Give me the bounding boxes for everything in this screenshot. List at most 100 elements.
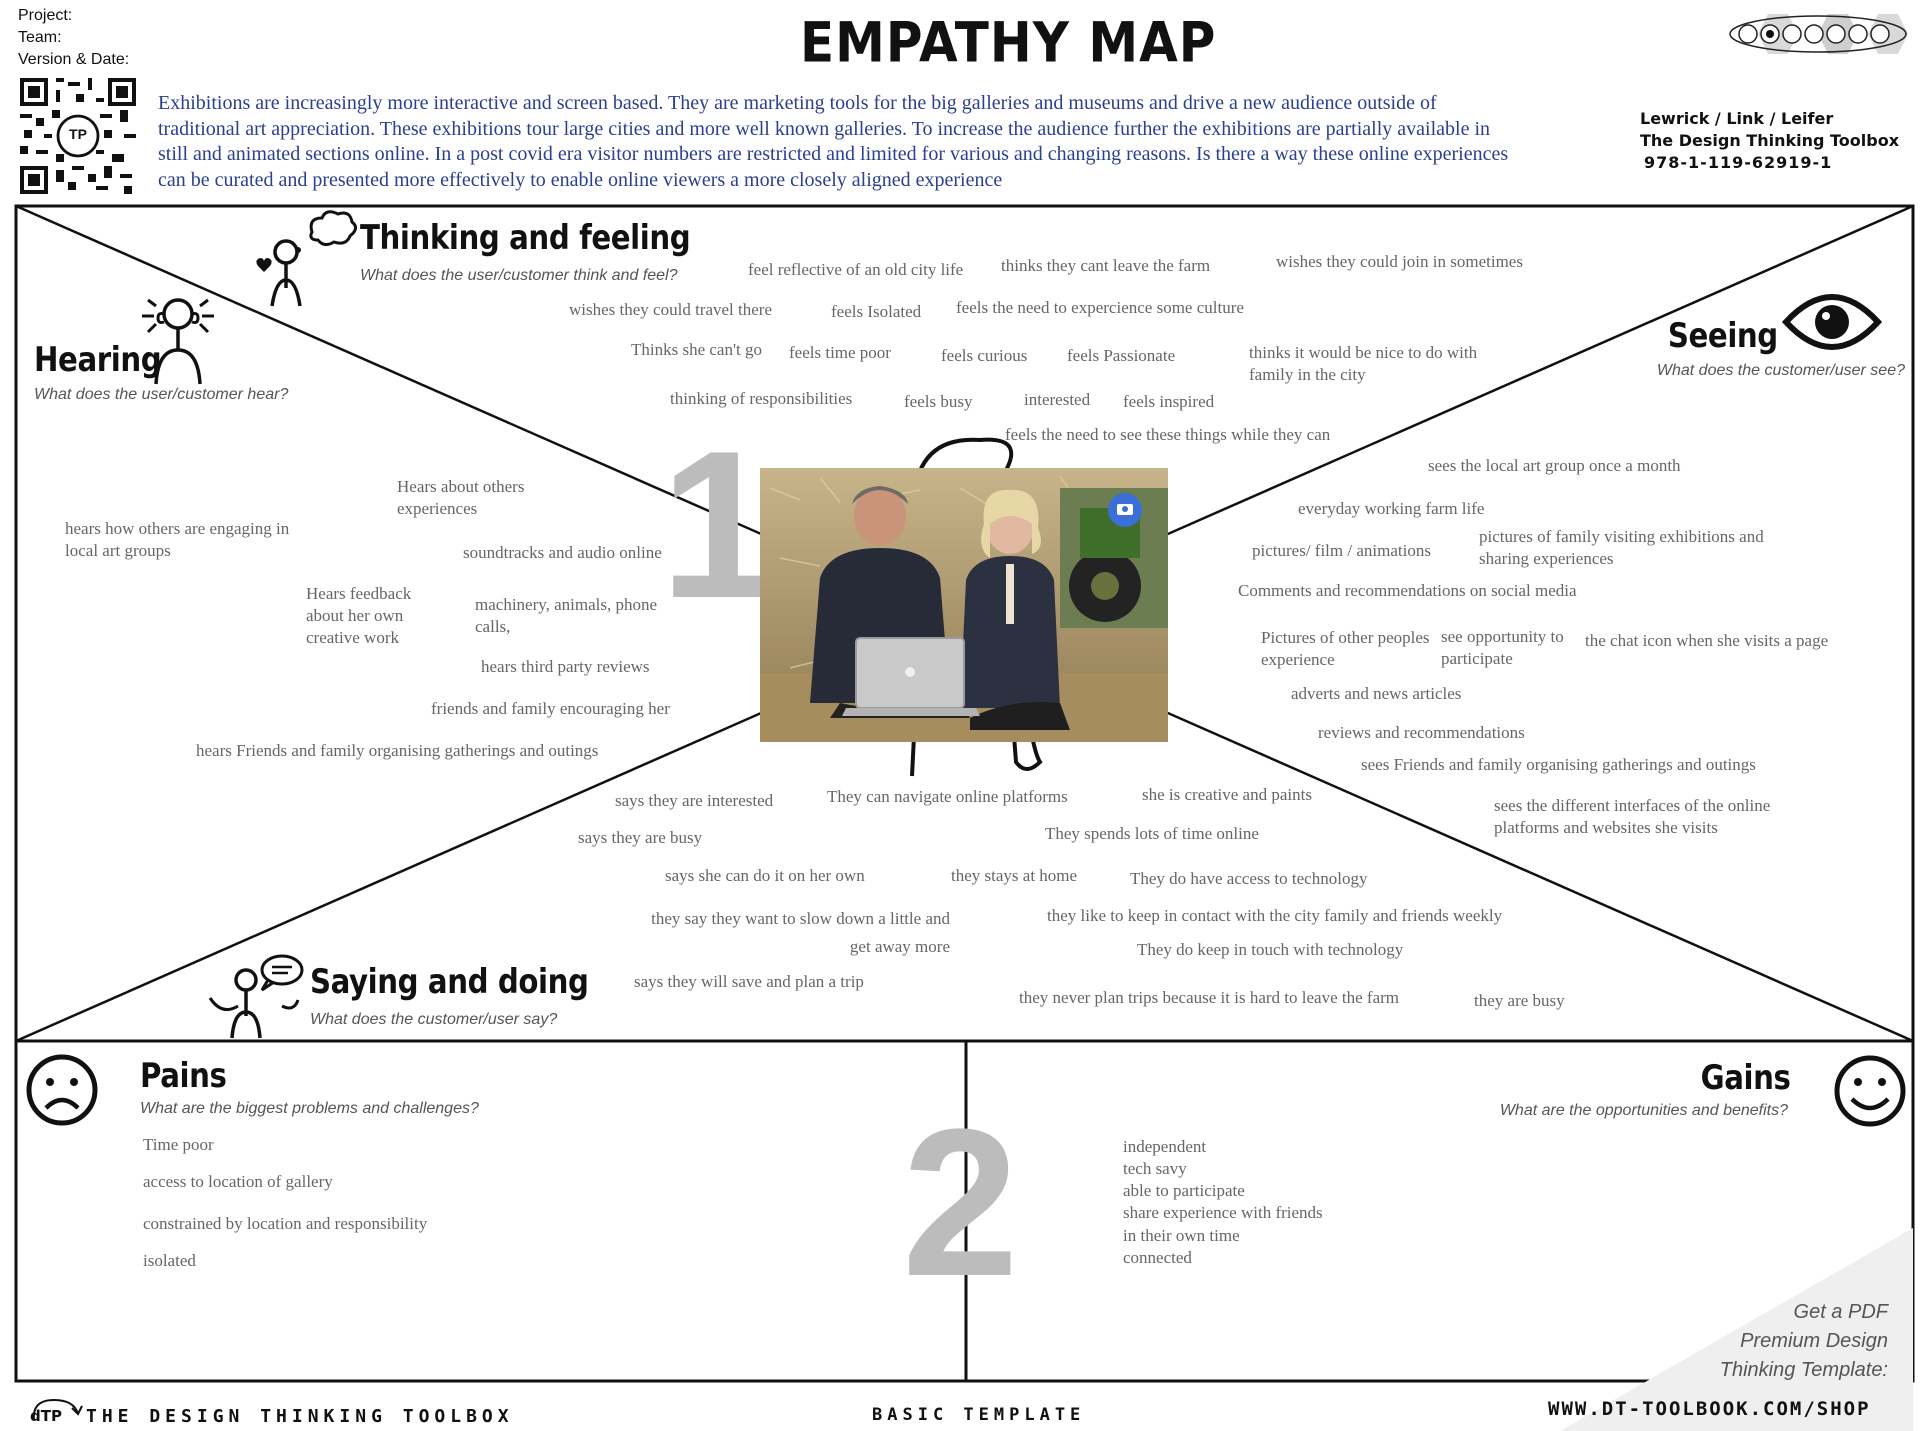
thinking-note: feel reflective of an old city life <box>748 260 964 279</box>
footer-template: BASIC TEMPLATE <box>872 1405 1086 1425</box>
pains-note: Time poor <box>143 1135 214 1154</box>
seeing-note: everyday working farm life <box>1298 499 1485 518</box>
pains-note: isolated <box>143 1251 196 1270</box>
promo-text: Get a PDF Premium Design Thinking Templa… <box>1628 1298 1888 1385</box>
pains-question: What are the biggest problems and challe… <box>140 1100 479 1117</box>
thinking-note: feels Isolated <box>831 302 922 321</box>
thinking-question: What does the user/customer think and fe… <box>360 267 678 284</box>
eye-icon <box>1782 294 1882 350</box>
saying-question: What does the customer/user say? <box>310 1011 558 1028</box>
hearing-note: machinery, animals, phone calls, <box>475 595 658 636</box>
hearing-note: friends and family encouraging her <box>431 699 670 718</box>
hearing-note: hears Friends and family organising gath… <box>196 741 599 760</box>
pains-title: Pains <box>140 1056 227 1096</box>
process-logo-icon <box>1728 6 1914 62</box>
promo-line: Thinking Template: <box>1719 1359 1888 1381</box>
version-date-label: Version & Date: <box>18 51 130 68</box>
gains-note: able to participate <box>1123 1181 1245 1200</box>
promo-line: Premium Design <box>1740 1330 1888 1352</box>
saying-note: They can navigate online platforms <box>827 787 1068 806</box>
project-label: Project: <box>18 7 73 24</box>
gains-note: tech savy <box>1123 1159 1187 1178</box>
pains-note: access to location of gallery <box>143 1172 333 1191</box>
page-title: EMPATHY MAP <box>800 11 1217 75</box>
toolbox-logo: dTP <box>28 1394 84 1428</box>
hearing-title: Hearing <box>34 340 162 380</box>
team-label: Team: <box>18 29 62 46</box>
sad-face-icon <box>26 1054 98 1126</box>
book-authors: Lewrick / Link / Leifer <box>1640 109 1834 128</box>
seeing-note: sees the different interfaces of the onl… <box>1494 796 1771 837</box>
thinking-note: feels busy <box>904 392 973 411</box>
footer-toolbox: THE DESIGN THINKING TOOLBOX <box>86 1406 514 1427</box>
saying-note: they say they want to slow down a little… <box>651 909 950 956</box>
gains-note: independent <box>1123 1137 1207 1156</box>
book-isbn: 978-1-119-62919-1 <box>1644 153 1833 172</box>
saying-note: they stays at home <box>951 866 1078 885</box>
promo-line: Get a PDF <box>1793 1301 1888 1323</box>
thinking-note: feels time poor <box>789 343 891 362</box>
gains-note: in their own time <box>1123 1226 1240 1245</box>
thinking-note: thinks it would be nice to do with famil… <box>1249 343 1478 384</box>
seeing-note: adverts and news articles <box>1291 684 1462 703</box>
saying-note: they are busy <box>1474 991 1565 1010</box>
shop-link[interactable]: WWW.DT-TOOLBOOK.COM/SHOP <box>1548 1398 1871 1420</box>
intro-paragraph: Exhibitions are increasingly more intera… <box>158 92 1509 191</box>
qr-badge: TP <box>69 126 87 142</box>
hearing-person-icon <box>142 298 214 385</box>
pains-note: constrained by location and responsibili… <box>143 1214 428 1233</box>
thinking-person-icon <box>256 210 357 307</box>
toolbox-logo-mark: dTP <box>30 1407 62 1425</box>
saying-note: says they are interested <box>615 791 774 810</box>
seeing-title: Seeing <box>1668 316 1778 356</box>
saying-note: They do have access to technology <box>1130 869 1368 888</box>
thinking-note: feels Passionate <box>1067 346 1176 365</box>
step-number-two: 2 <box>902 1085 1019 1320</box>
saying-note: they never plan trips because it is hard… <box>1019 988 1399 1007</box>
qr-code: TP <box>20 78 136 194</box>
thinking-note: wishes they could travel there <box>569 300 772 319</box>
seeing-note: see opportunity to participate <box>1441 627 1564 668</box>
saying-note: They do keep in touch with technology <box>1137 940 1404 959</box>
hearing-note: Hears feedback about her own creative wo… <box>306 584 412 647</box>
saying-note: They spends lots of time online <box>1045 824 1259 843</box>
book-title: The Design Thinking Toolbox <box>1640 131 1900 150</box>
seeing-note: Pictures of other peoples experience <box>1261 628 1430 669</box>
seeing-note: reviews and recommendations <box>1318 723 1525 742</box>
hearing-question: What does the user/customer hear? <box>34 386 289 403</box>
thinking-note: feels curious <box>941 346 1028 365</box>
seeing-note: sees the local art group once a month <box>1428 456 1681 475</box>
seeing-note: sees Friends and family organising gathe… <box>1361 755 1756 774</box>
saying-note: they like to keep in contact with the ci… <box>1047 906 1503 925</box>
thinking-note: feels the need to see these things while… <box>1005 425 1331 444</box>
step-number-one: 1 <box>660 407 777 642</box>
gains-question: What are the opportunities and benefits? <box>1499 1102 1788 1119</box>
speaking-person-icon <box>208 954 304 1039</box>
saying-title: Saying and doing <box>310 962 589 1002</box>
hearing-note: hears third party reviews <box>481 657 650 676</box>
thinking-note: thinking of responsibilities <box>670 389 853 408</box>
head-outline-drawing <box>910 437 1043 777</box>
saying-note: she is creative and paints <box>1142 785 1312 804</box>
seeing-note: pictures of family visiting exhibitions … <box>1479 527 1764 568</box>
thinking-note: feels the need to expercience some cultu… <box>956 298 1244 317</box>
hearing-note: hears how others are engaging in local a… <box>65 519 290 560</box>
saying-note: says they will save and plan a trip <box>634 972 864 991</box>
seeing-note: the chat icon when she visits a page <box>1585 631 1829 650</box>
thinking-title: Thinking and feeling <box>360 218 691 258</box>
thinking-note: feels inspired <box>1123 392 1215 411</box>
hearing-note: soundtracks and audio online <box>463 543 662 562</box>
thinking-note: thinks they cant leave the farm <box>1001 256 1211 275</box>
gains-title: Gains <box>1700 1058 1790 1098</box>
thinking-note: wishes they could join in sometimes <box>1276 252 1523 271</box>
gains-note: connected <box>1123 1248 1192 1267</box>
seeing-note: Comments and recommendations on social m… <box>1238 581 1577 600</box>
hearing-note: Hears about others experiences <box>397 477 525 518</box>
persona-photo <box>760 468 1168 742</box>
saying-note: says they are busy <box>578 828 703 847</box>
gains-note: share experience with friends <box>1123 1203 1323 1222</box>
seeing-note: pictures/ film / animations <box>1252 541 1431 560</box>
thinking-note: Thinks she can't go <box>631 340 763 359</box>
saying-note: says she can do it on her own <box>665 866 865 885</box>
